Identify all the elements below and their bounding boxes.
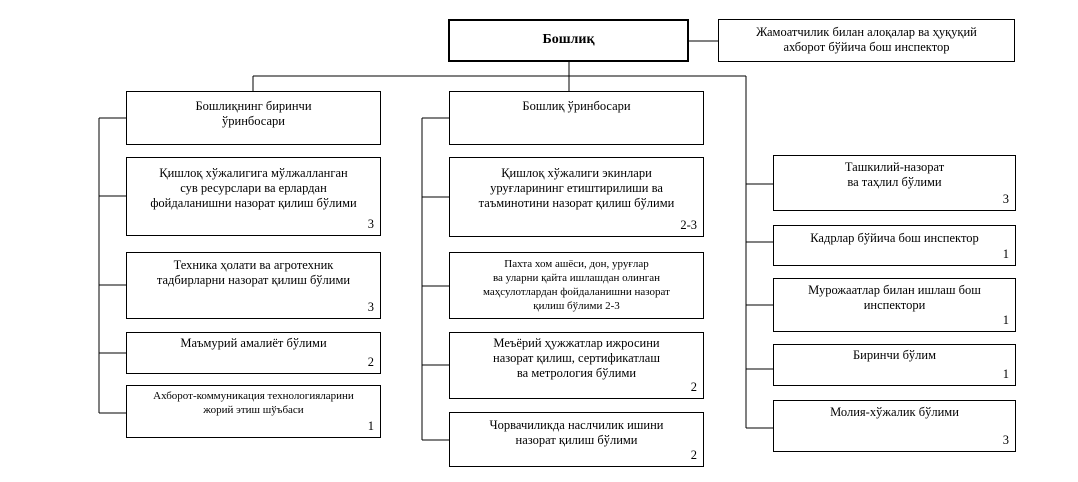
right-unit-1: Ташкилий-назорат ва таҳлил бўлими 3 — [773, 155, 1016, 211]
middle-unit-3-title: Меъёрий ҳужжатлар ижросини назорат қилиш… — [493, 336, 660, 380]
right-unit-5-count: 3 — [1002, 433, 1009, 447]
inspector-box: Жамоатчилик билан алоқалар ва ҳуқуқий ах… — [718, 19, 1015, 62]
left-unit-4-title: Ахборот-коммуникация технологияларини жо… — [153, 390, 354, 416]
right-unit-4-count: 1 — [1002, 367, 1009, 381]
deputy-title: Бошлиқ ўринбосари — [522, 99, 631, 113]
left-unit-3-title: Маъмурий амалиёт бўлими — [180, 336, 327, 350]
middle-unit-3: Меъёрий ҳужжатлар ижросини назорат қилиш… — [449, 332, 704, 399]
right-unit-1-count: 3 — [1002, 192, 1009, 206]
right-unit-5: Молия-хўжалик бўлими 3 — [773, 400, 1016, 452]
inspector-title: Жамоатчилик билан алоқалар ва ҳуқуқий ах… — [756, 25, 977, 54]
right-unit-2: Кадрлар бўйича бош инспектор 1 — [773, 225, 1016, 266]
head-title: Бошлиқ — [542, 32, 595, 47]
left-unit-2: Техника ҳолати ва агротехник тадбирларни… — [126, 252, 381, 319]
right-unit-2-count: 1 — [1002, 247, 1009, 261]
right-unit-4-title: Биринчи бўлим — [852, 348, 937, 362]
right-unit-3: Мурожаатлар билан ишлаш бош инспектори 1 — [773, 278, 1016, 332]
left-unit-1-count: 3 — [367, 217, 374, 231]
right-unit-3-title: Мурожаатлар билан ишлаш бош инспектори — [808, 283, 981, 312]
middle-unit-4: Чорвачиликда наслчилик ишини назорат қил… — [449, 412, 704, 467]
left-unit-4-count: 1 — [367, 419, 374, 433]
deputy-box: Бошлиқ ўринбосари — [449, 91, 704, 145]
middle-unit-2-title: Пахта хом ашёси, дон, уруғлар ва уларни … — [483, 258, 670, 312]
left-unit-2-title: Техника ҳолати ва агротехник тадбирларни… — [156, 258, 351, 287]
left-unit-1: Қишлоқ хўжалигига мўлжалланган сув ресур… — [126, 157, 381, 236]
right-unit-3-count: 1 — [1002, 313, 1009, 327]
left-unit-1-title: Қишлоқ хўжалигига мўлжалланган сув ресур… — [150, 166, 357, 210]
middle-unit-3-count: 2 — [690, 380, 697, 394]
left-unit-3: Маъмурий амалиёт бўлими 2 — [126, 332, 381, 374]
right-unit-1-title: Ташкилий-назорат ва таҳлил бўлими — [844, 160, 945, 189]
middle-unit-1-title: Қишлоқ хўжалиги экинлари уруғларининг ет… — [478, 166, 675, 210]
middle-unit-4-count: 2 — [690, 448, 697, 462]
middle-unit-2: Пахта хом ашёси, дон, уруғлар ва уларни … — [449, 252, 704, 319]
middle-unit-4-title: Чорвачиликда наслчилик ишини назорат қил… — [489, 418, 664, 447]
right-unit-4: Биринчи бўлим 1 — [773, 344, 1016, 386]
left-unit-4: Ахборот-коммуникация технологияларини жо… — [126, 385, 381, 438]
right-unit-5-title: Молия-хўжалик бўлими — [830, 405, 959, 419]
head-box: Бошлиқ — [448, 19, 689, 62]
first-deputy-title: Бошлиқнинг биринчи ўринбосари — [195, 99, 312, 128]
left-unit-3-count: 2 — [367, 355, 374, 369]
right-unit-2-title: Кадрлар бўйича бош инспектор — [810, 231, 979, 245]
left-unit-2-count: 3 — [367, 300, 374, 314]
middle-unit-1: Қишлоқ хўжалиги экинлари уруғларининг ет… — [449, 157, 704, 237]
first-deputy-box: Бошлиқнинг биринчи ўринбосари — [126, 91, 381, 145]
middle-unit-1-count: 2-3 — [680, 218, 697, 232]
